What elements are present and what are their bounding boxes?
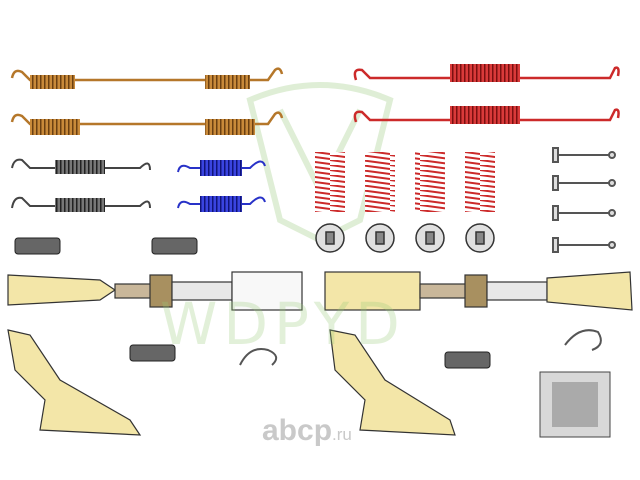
adjuster-left xyxy=(7,271,303,311)
short-spring-blue-2 xyxy=(177,196,266,212)
adjuster-right xyxy=(324,271,633,311)
site-logo: abcp.ru xyxy=(262,414,352,448)
wire-clips xyxy=(239,329,602,366)
long-spring-brown-1 xyxy=(10,67,284,89)
long-spring-brown-2 xyxy=(10,111,284,135)
hold-down-cups xyxy=(315,223,495,253)
long-spring-red-2 xyxy=(353,106,620,124)
short-spring-gray-1 xyxy=(11,158,151,174)
logo-suffix: .ru xyxy=(332,425,352,444)
hold-down-pins xyxy=(552,147,616,253)
long-spring-red-1 xyxy=(353,64,620,82)
short-spring-gray-2 xyxy=(11,196,151,212)
logo-main: abcp xyxy=(262,414,333,447)
hold-down-springs xyxy=(315,152,495,212)
adjuster-levers xyxy=(7,329,456,436)
short-spring-blue-1 xyxy=(177,160,266,176)
watermark-text: WDPYD xyxy=(160,290,406,358)
clips-gray xyxy=(14,237,491,369)
grease-packet xyxy=(539,371,611,438)
